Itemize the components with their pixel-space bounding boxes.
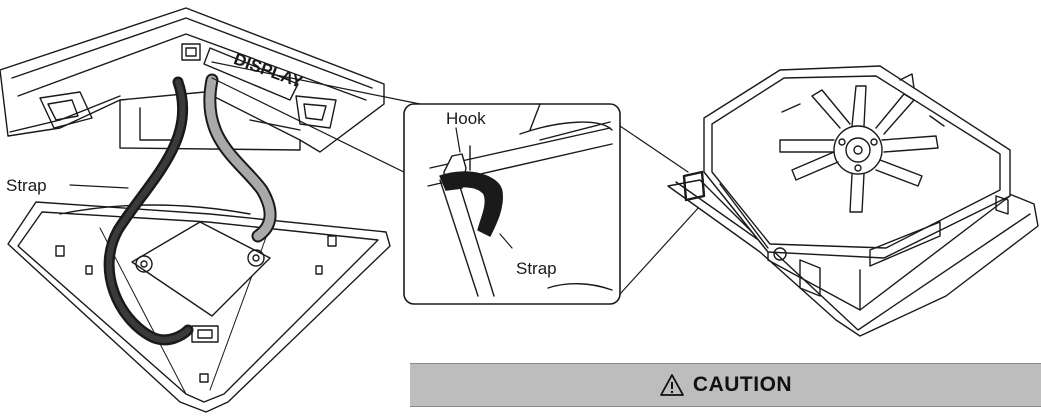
warning-triangle-icon [659,373,685,397]
hook-detail-inset [403,103,621,305]
strap-in-inset [439,171,504,237]
caution-title: CAUTION [692,373,793,396]
strap-label-left: Strap [6,176,47,195]
caution-body [410,407,1041,419]
strap-left-leader [69,184,129,189]
callout-line-to-unit-a [619,125,689,173]
black-strap-core [106,79,191,343]
callout-line-to-unit-b [619,205,701,295]
hook-leader [455,127,461,153]
strap-label-inset: Strap [516,259,557,278]
hook-label: Hook [446,109,486,128]
caution-panel: CAUTION [410,363,1041,419]
grille-panel [7,201,391,413]
callout-line-lower [211,77,413,177]
cassette-unit [667,65,1039,337]
strap-inset-leader [499,233,513,249]
gray-strap-core [205,75,275,241]
caution-header: CAUTION [410,364,1041,407]
panel-frame-corner: DISPLAY [0,7,385,153]
callout-line-upper [211,61,421,105]
